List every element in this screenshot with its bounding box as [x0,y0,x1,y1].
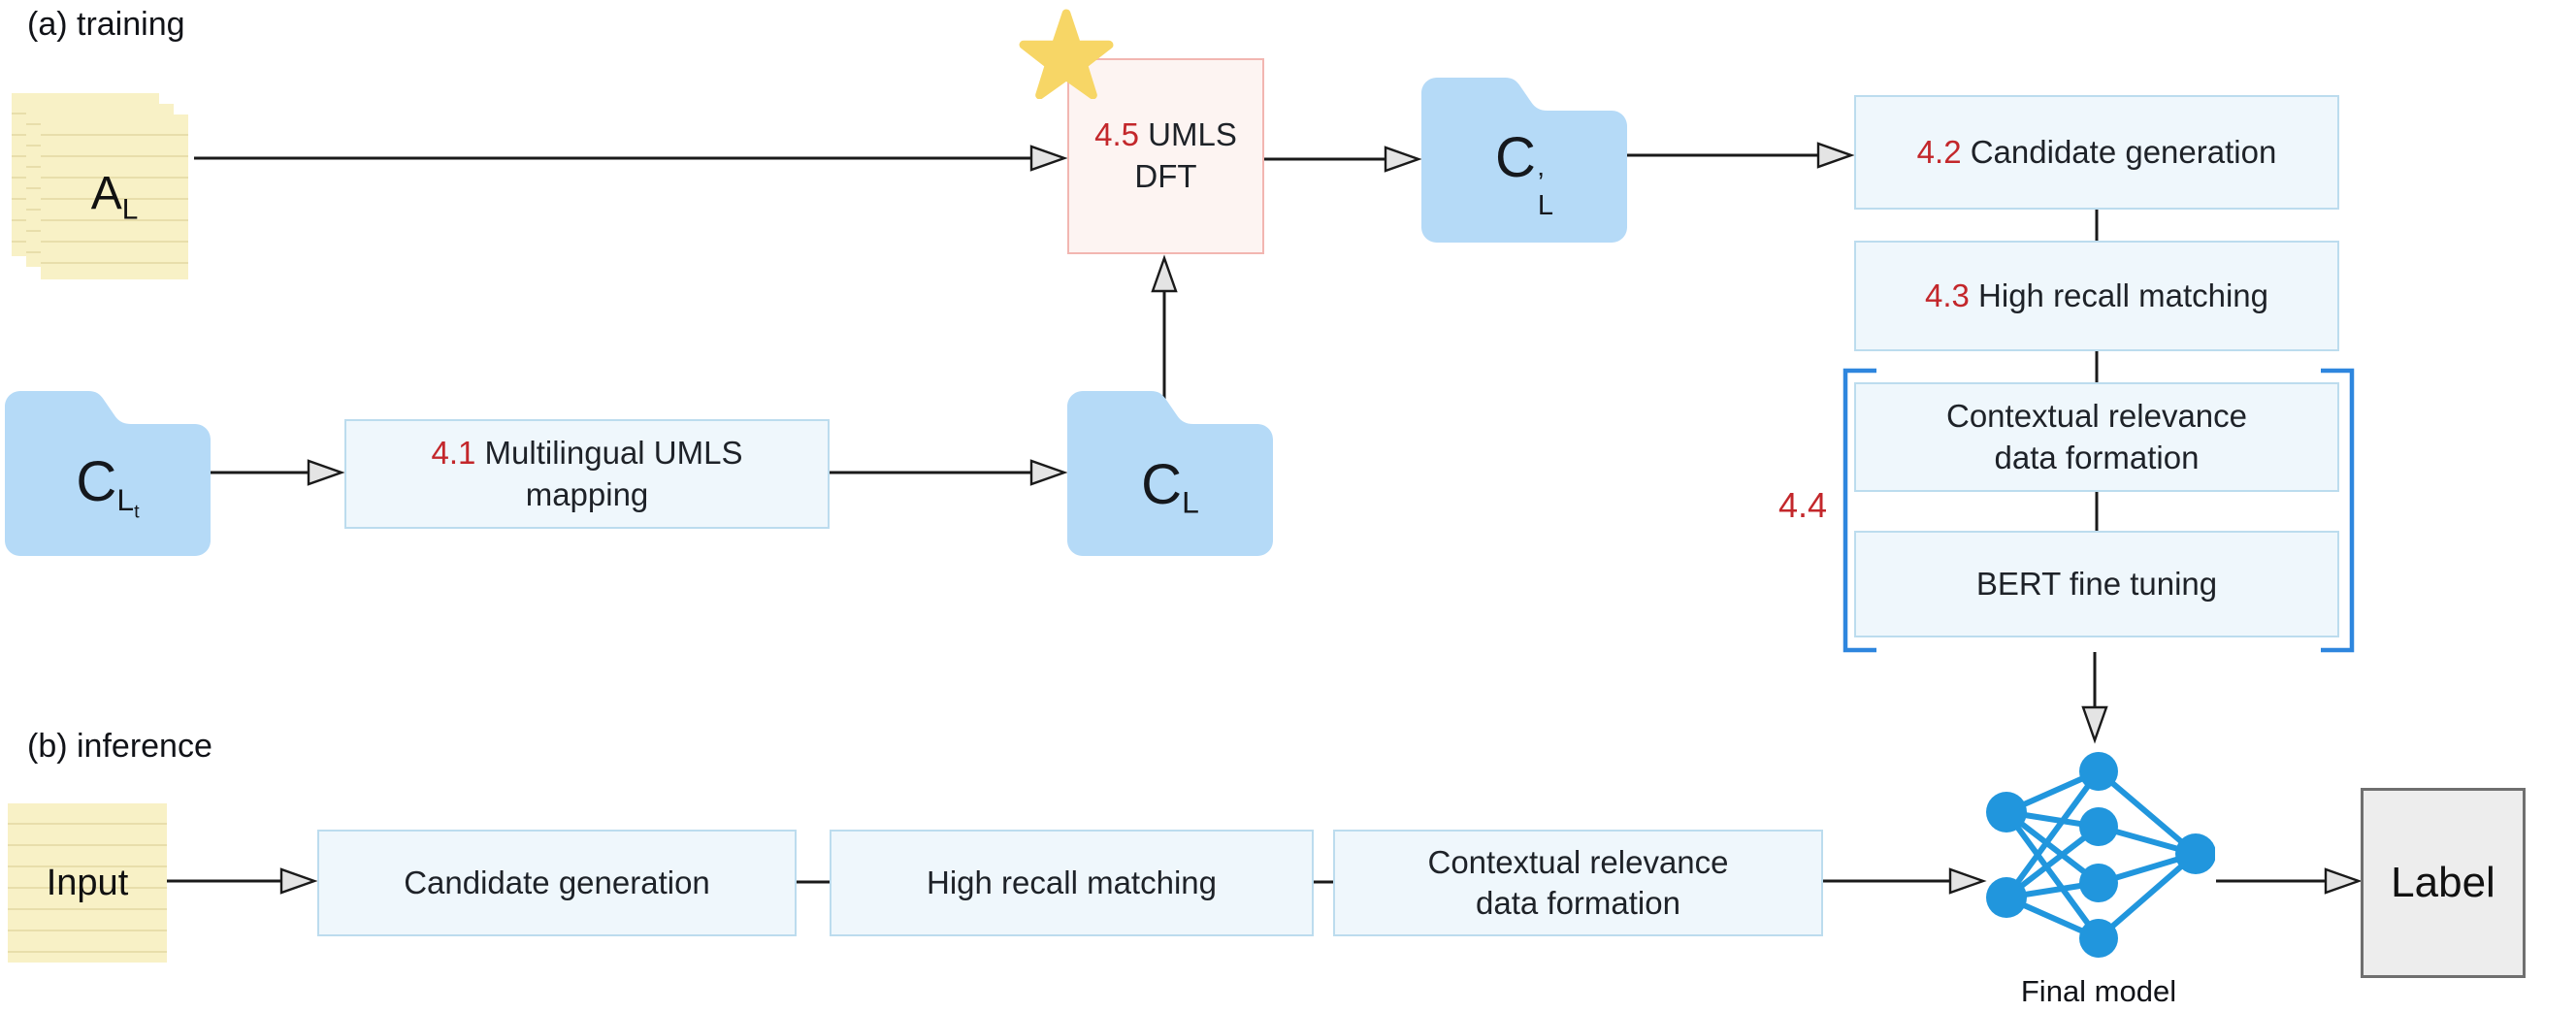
arrowhead [2324,867,2363,895]
box-umls-dft-line1: 4.5 UMLS [1094,116,1237,153]
final-model-caption: Final model [2020,974,2177,1008]
arrowhead [279,867,318,895]
al-label: AL [90,168,139,226]
box-multilingual-umls-mapping: 4.1 Multilingual UMLS mapping [344,419,830,529]
arrowhead [1151,254,1178,293]
box-umls-dft: 4.5 UMLS DFT [1067,58,1264,254]
note-sheet-front: AL [41,114,188,279]
input-note: Input [8,803,167,963]
box-candidate-generation-inference: Candidate generation [317,830,797,936]
bracket-left [1842,368,1876,653]
folder-cl: CL [1067,391,1273,556]
folder-cl-prime: C’L [1421,78,1627,243]
box-candidate-generation-training: 4.2 Candidate generation [1854,95,2339,210]
box-bert-fine-tuning: BERT fine tuning [1854,531,2339,637]
group-44-number: 4.4 [1777,485,1828,525]
folder-cl-prime-label: C’L [1494,125,1554,222]
arrowhead [1029,145,1068,172]
box-high-recall-matching-inference: High recall matching [830,830,1314,936]
star-icon [1019,9,1114,99]
box-contextual-relevance-training: Contextual relevance data formation [1854,382,2339,492]
al-annotation-stack: AL [12,85,198,281]
folder-clt: CLt [5,391,211,556]
box-contextual-relevance-inference: Contextual relevance data formation [1333,830,1823,936]
folder-cl-label: CL [1141,452,1199,520]
arrowhead [307,459,345,486]
arrowhead [1816,142,1855,169]
folder-clt-label: CLt [76,450,140,522]
arrowhead [2081,705,2108,744]
folder-icon [1421,78,1627,243]
bracket-right [2321,368,2355,653]
section-label-inference: (b) inference [27,728,212,765]
folder-icon [5,391,211,556]
arrowhead [1029,459,1068,486]
label-output-box: Label [2361,788,2526,978]
arrowhead [1948,867,1987,895]
arrowhead [1384,146,1422,173]
box-high-recall-matching-training: 4.3 High recall matching [1854,241,2339,351]
box-umls-dft-line2: DFT [1134,158,1197,194]
folder-icon [1067,391,1273,556]
neural-network-icon [1986,752,2215,958]
section-label-training: (a) training [27,6,185,43]
